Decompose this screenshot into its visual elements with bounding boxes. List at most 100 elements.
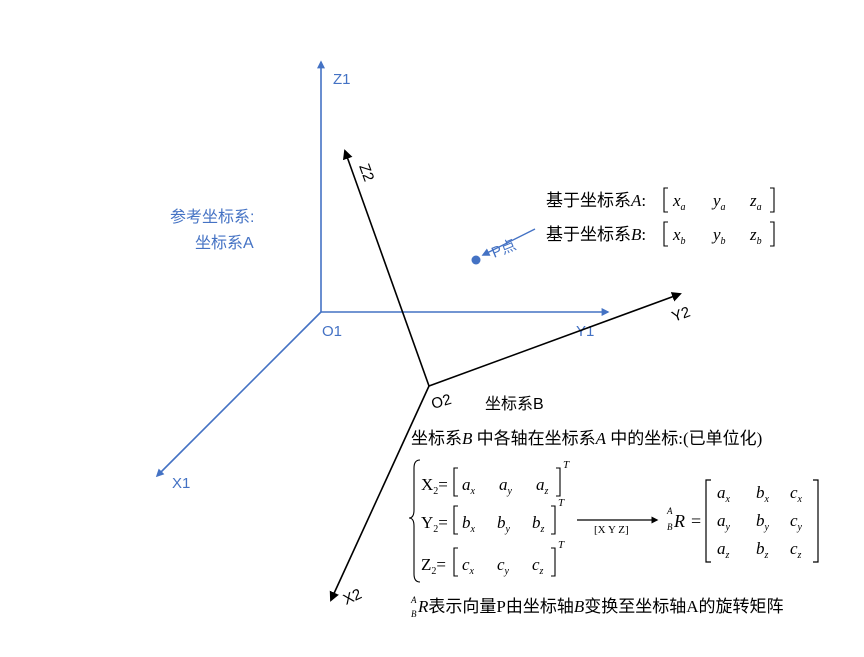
svg-text:by: by bbox=[756, 511, 770, 533]
svg-text:bz: bz bbox=[756, 539, 769, 561]
eq-row-0-sa: x bbox=[470, 486, 476, 497]
eq-row-1-bracket-left bbox=[453, 505, 458, 535]
eq-row-1-sc: z bbox=[540, 524, 545, 535]
matrix-cell-sub: z bbox=[764, 550, 769, 561]
eq-row-0-sup: T bbox=[563, 459, 570, 471]
coord-b-z: z bbox=[749, 225, 757, 244]
footer-symbol: R bbox=[417, 597, 429, 616]
eq-row-2-b: c bbox=[497, 555, 505, 574]
matrix-cell: c bbox=[790, 483, 798, 502]
svg-text:cz: cz bbox=[790, 539, 802, 561]
axes-desc-middle: 中各轴在坐标系 bbox=[472, 429, 595, 448]
matrix-cell-sub: z bbox=[725, 550, 730, 561]
coord-a-z-sub: a bbox=[757, 202, 762, 213]
svg-text:ay: ay bbox=[499, 475, 513, 497]
svg-text:ya: ya bbox=[711, 191, 726, 213]
svg-text:Z2=: Z2= bbox=[421, 555, 446, 577]
coord-a-bracket-left bbox=[663, 187, 668, 213]
footer-frame-b: B bbox=[574, 597, 585, 616]
rotation-sub: B bbox=[667, 522, 673, 532]
svg-text:zb: zb bbox=[749, 225, 762, 247]
frame-b-origin-label: O2 bbox=[429, 391, 453, 413]
frame-a-x-label: X1 bbox=[172, 475, 190, 492]
matrix-cell-sub: y bbox=[797, 522, 803, 533]
matrix-cell: a bbox=[717, 539, 726, 558]
eq-row-1-b: b bbox=[497, 513, 506, 532]
coord-b-bracket-right bbox=[770, 221, 775, 247]
point-p-pointer bbox=[481, 228, 536, 256]
coord-a-prefix: 基于坐标系 bbox=[546, 191, 631, 210]
frame-b-z-label: Z2 bbox=[355, 162, 377, 184]
axes-desc-frame-a: A bbox=[595, 429, 607, 448]
matrix-cell: c bbox=[790, 539, 798, 558]
frame-a-x-axis bbox=[155, 311, 322, 478]
coord-b-prefix: 基于坐标系 bbox=[546, 225, 631, 244]
rotation-sup: A bbox=[666, 506, 673, 516]
frame-b-x-label: X2 bbox=[341, 586, 365, 609]
svg-text:by: by bbox=[497, 513, 511, 535]
axes-desc-suffix: 中的坐标:(已单位化) bbox=[606, 429, 762, 448]
axes-desc-frame-b: B bbox=[462, 429, 473, 448]
eq-row-2-lhs: Z bbox=[421, 555, 431, 574]
eq-row-0-c: a bbox=[536, 475, 545, 494]
rotation-matrix: ax bx cx ay by cy az bz cz bbox=[705, 479, 819, 563]
footer-note: A B R表示向量P由坐标轴B变换至坐标轴A的旋转矩阵 bbox=[410, 595, 784, 619]
equation-row-x2: X2= ax ay az T bbox=[421, 459, 570, 497]
rotation-equals: = bbox=[691, 511, 701, 531]
eq-row-1-sub: 2 bbox=[433, 524, 438, 535]
svg-text:cx: cx bbox=[462, 555, 475, 577]
matrix-cell: b bbox=[756, 539, 765, 558]
svg-text:ax: ax bbox=[717, 483, 731, 505]
svg-text:基于坐标系B:: 基于坐标系B: bbox=[546, 225, 646, 244]
coord-b-x: x bbox=[672, 225, 681, 244]
matrix-cell: c bbox=[790, 511, 798, 530]
eq-row-0-sb: y bbox=[507, 486, 513, 497]
matrix-cell-sub: x bbox=[764, 494, 770, 505]
coord-b-x-sub: b bbox=[681, 236, 686, 247]
frame-b-caption: 坐标系B bbox=[485, 395, 544, 413]
rotation-symbol: R bbox=[673, 511, 685, 531]
coord-a-bracket-right bbox=[770, 187, 775, 213]
frame-a-z-label: Z1 bbox=[333, 71, 351, 88]
frame-b-x-axis bbox=[329, 385, 430, 602]
svg-text:bx: bx bbox=[462, 513, 476, 535]
axes-description: 坐标系B 中各轴在坐标系A 中的坐标:(已单位化) bbox=[411, 429, 762, 448]
eq-row-1-lhs: Y bbox=[421, 513, 433, 532]
point-p: P点 bbox=[471, 228, 536, 265]
matrix-cell: a bbox=[717, 511, 726, 530]
coord-b-y-sub: b bbox=[721, 236, 726, 247]
eq-row-1-a: b bbox=[462, 513, 471, 532]
matrix-cell-sub: x bbox=[797, 494, 803, 505]
svg-text:Y2=: Y2= bbox=[421, 513, 448, 535]
axes-desc-prefix: 坐标系 bbox=[411, 429, 462, 448]
matrix-cell: a bbox=[717, 483, 726, 502]
rotation-lhs: A B R = bbox=[666, 506, 701, 532]
footer-text1: 表示向量P由坐标轴 bbox=[428, 597, 573, 616]
svg-text:ay: ay bbox=[717, 511, 731, 533]
equation-row-y2: Y2= bx by bz T bbox=[421, 497, 565, 535]
svg-text:R表示向量P由坐标轴B变换至坐标轴A的旋转矩阵: R表示向量P由坐标轴B变换至坐标轴A的旋转矩阵 bbox=[417, 597, 784, 616]
eq-row-1-sa: x bbox=[470, 524, 476, 535]
frame-b: Z2 Y2 X2 O2 坐标系B bbox=[329, 149, 693, 609]
frame-b-z-axis bbox=[342, 149, 430, 387]
svg-text:cy: cy bbox=[497, 555, 510, 577]
eq-row-1-sup: T bbox=[558, 497, 565, 509]
eq-row-2-sub: 2 bbox=[431, 566, 436, 577]
coord-a-frame: A bbox=[630, 191, 642, 210]
svg-text:cz: cz bbox=[532, 555, 544, 577]
frame-a-caption-line2: 坐标系A bbox=[195, 234, 254, 252]
frame-a: Z1 Y1 X1 O1 参考坐标系: 坐标系A bbox=[155, 60, 610, 492]
coord-a-y-sub: a bbox=[721, 202, 726, 213]
eq-row-1-sb: y bbox=[505, 524, 511, 535]
matrix-cell-sub: z bbox=[797, 550, 802, 561]
eq-row-0-sub: 2 bbox=[433, 486, 438, 497]
transform-arrow-label: [X Y Z] bbox=[594, 524, 629, 536]
eq-row-0-lhs: X bbox=[421, 475, 433, 494]
eq-row-2-a: c bbox=[462, 555, 470, 574]
point-p-marker bbox=[471, 255, 481, 265]
coord-a-x-sub: a bbox=[681, 202, 686, 213]
svg-text:cx: cx bbox=[790, 483, 803, 505]
coord-in-frame-a: 基于坐标系A: xa ya za bbox=[546, 187, 775, 213]
